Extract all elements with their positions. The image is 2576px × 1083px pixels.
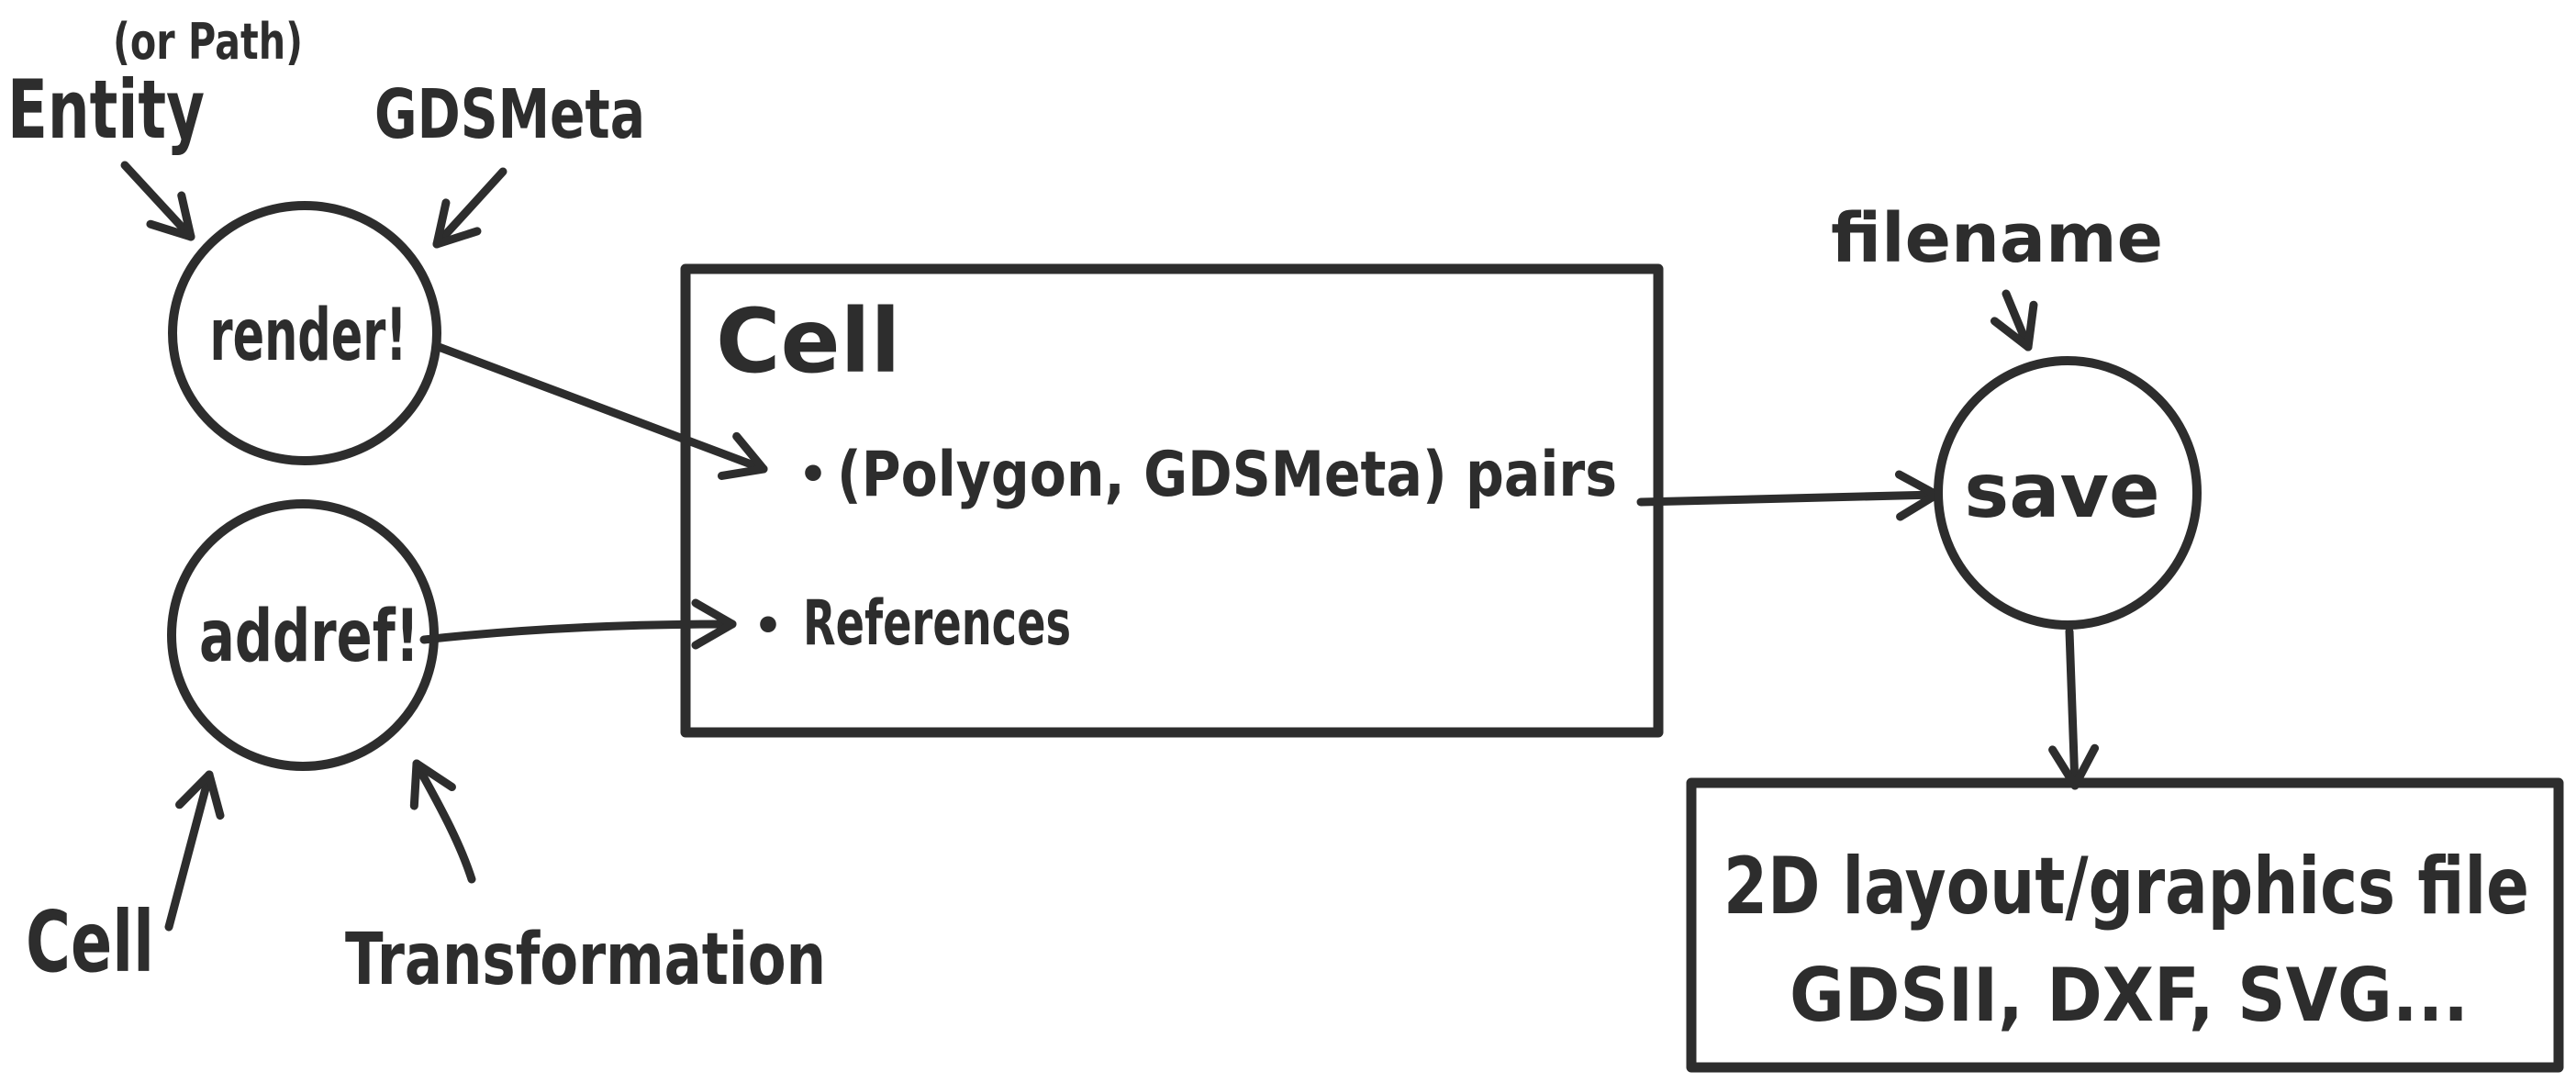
or-path-annotation: (or Path) [113,13,303,71]
render-node-label: render! [210,295,407,377]
output-file-description: 2D layout/graphics file [1723,841,2529,932]
transformation-annotation: Transformation [345,919,826,1001]
cell-item-pairs: (Polygon, GDSMeta) pairs [837,439,1617,511]
cell-item-bullet: • [798,448,828,501]
output-file-formats: GDSII, DXF, SVG... [1790,953,2469,1038]
cell-box-title: Cell [716,290,900,393]
arrow-filename-to-save [1990,289,2038,352]
entity-annotation: Entity [7,62,205,157]
addref-node-label: addref! [199,596,419,678]
arrow-pairs-to-save [1636,470,1941,521]
cell-item-bullet: • [753,599,783,653]
save-node-label: save [1964,448,2159,535]
gdsmeta-annotation: GDSMeta [374,75,645,154]
render-node-circle [168,201,441,465]
output-file-box [1686,777,2564,1073]
arrow-cellarg-to-addref [164,770,225,932]
arrow-addref-to-references [419,598,737,650]
arrow-gdsmeta-to-render [432,167,507,249]
cell-item-references: References [803,587,1071,660]
save-node-circle [1934,356,2202,630]
arrow-transformation-to-addref [409,759,476,884]
arrow-save-to-output [2048,627,2100,790]
cell-arg-annotation: Cell [26,893,154,991]
cell-box [680,263,1664,738]
filename-annotation: filename [1831,199,2163,278]
addref-node-circle [167,499,439,771]
arrow-render-to-pairs [434,342,768,480]
arrow-entity-to-render [120,161,195,241]
